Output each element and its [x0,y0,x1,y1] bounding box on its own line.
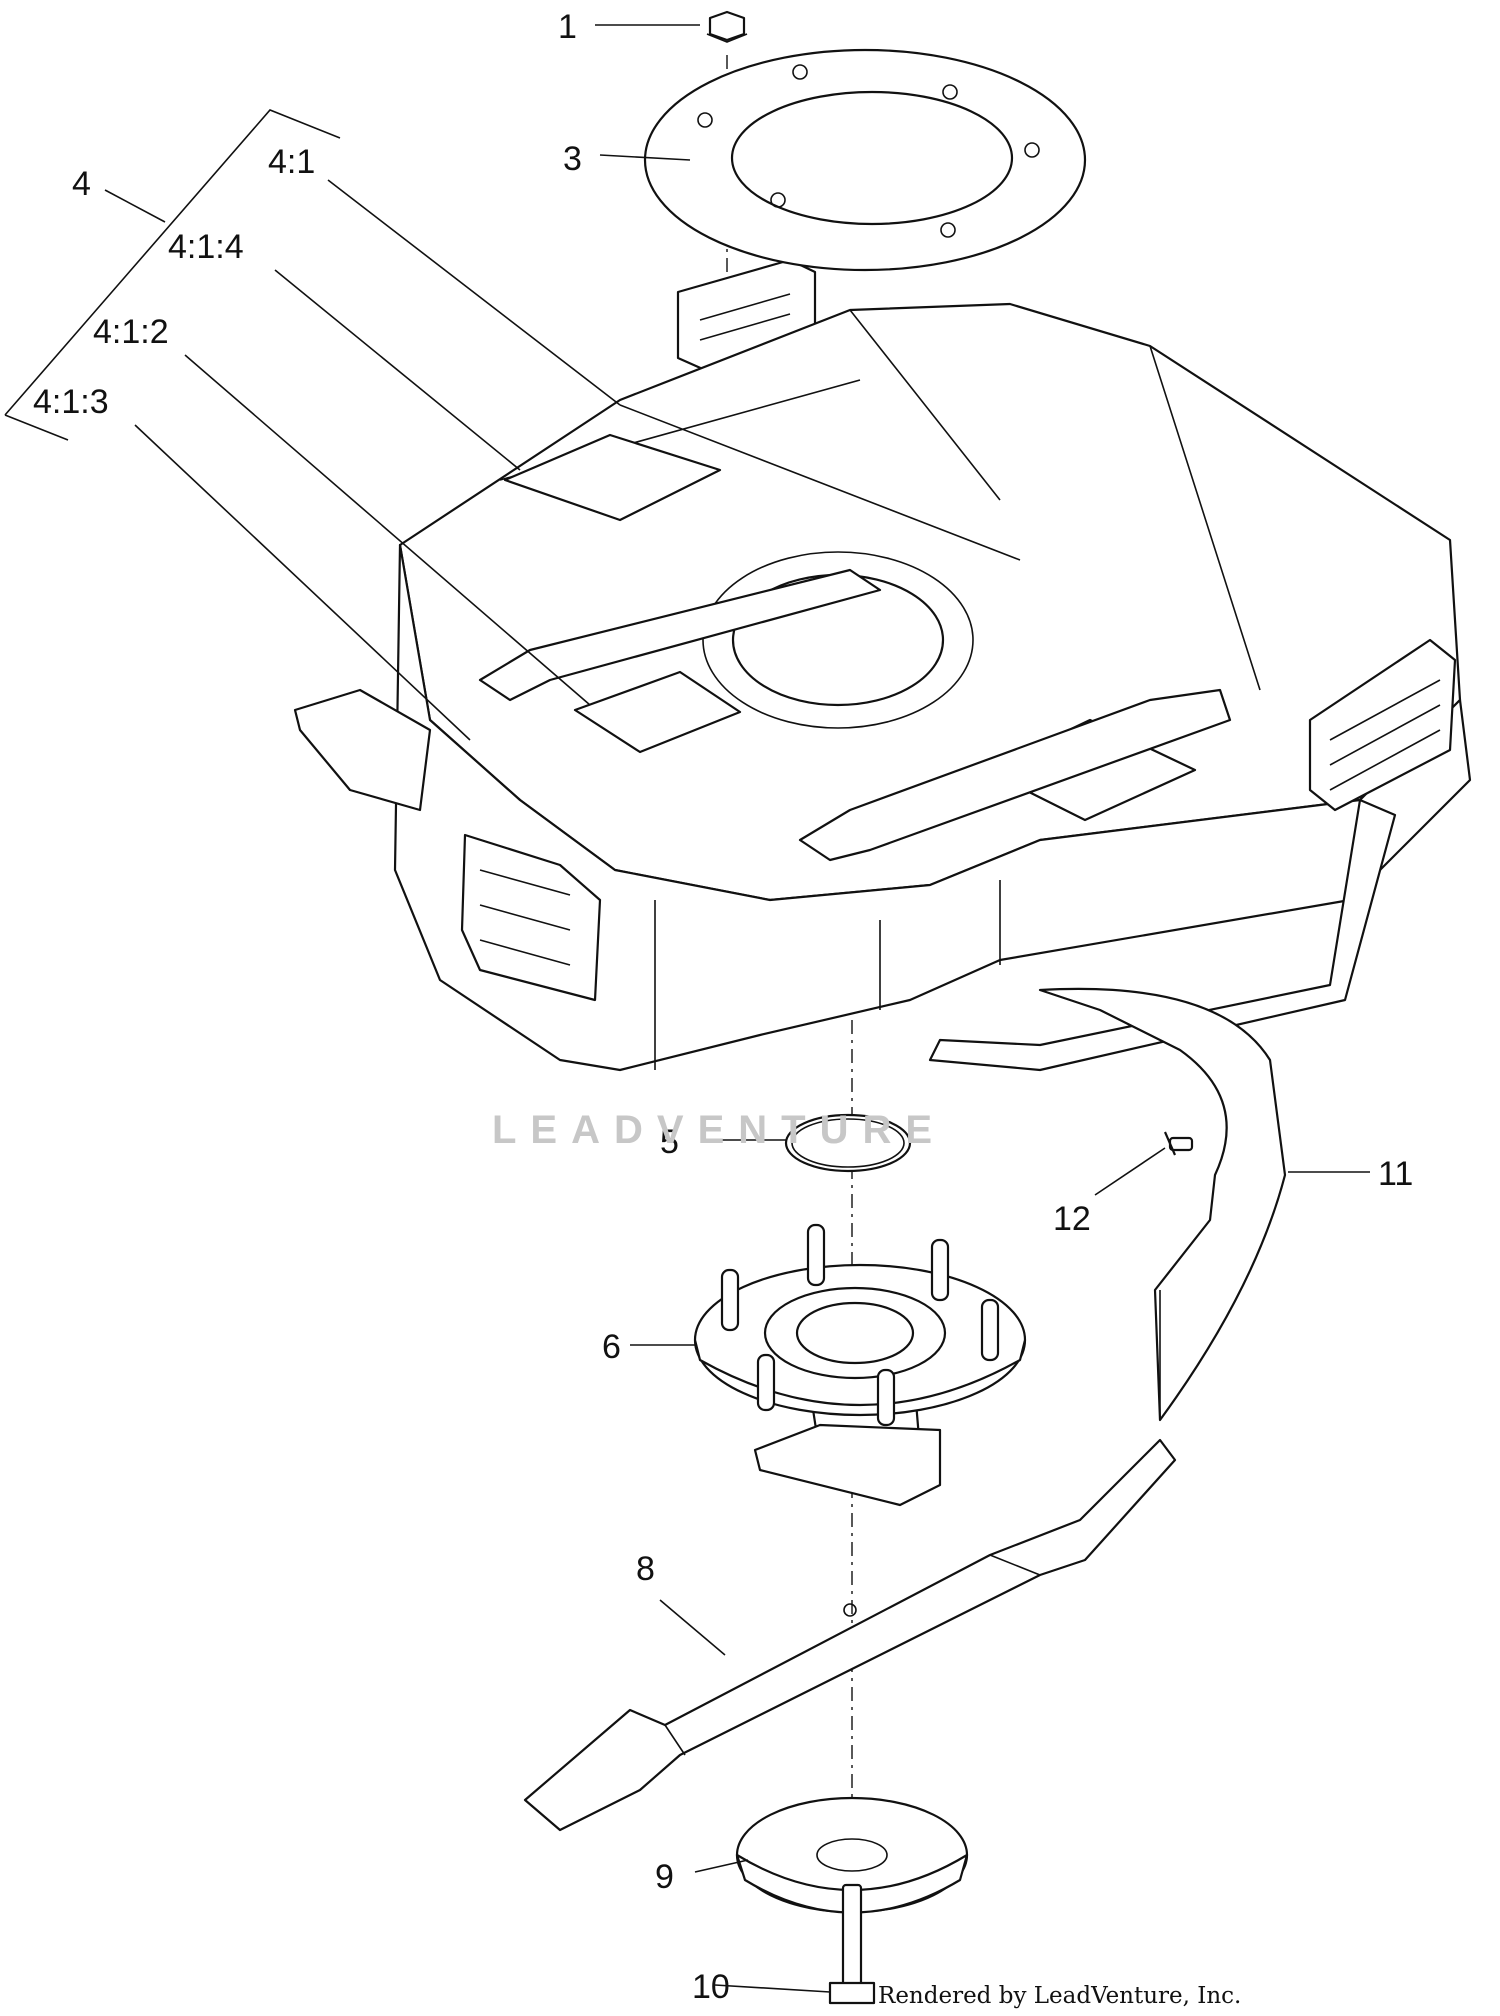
baffle-11 [1038,987,1287,1422]
spindle-assembly-6 [693,1223,1027,1507]
callout-6: 6 [602,1328,621,1366]
callout-9: 9 [655,1858,674,1896]
blade-8 [523,1438,1177,1832]
leader-4-bracket [4,109,341,441]
flange-nut-1 [706,10,748,43]
front-rub-bar [928,798,1397,1072]
o-ring-5 [784,1113,912,1173]
screw-12 [1163,1131,1194,1156]
deck-housing [293,258,1472,1072]
right-vent-plate [1308,638,1457,812]
right-handle [798,688,1232,862]
callout-12: 12 [1053,1200,1091,1238]
callout-5: 5 [660,1123,679,1161]
callout-8: 8 [636,1550,655,1588]
callout-4-1-2: 4:1:2 [93,313,169,351]
left-vent-plate [460,833,602,1002]
leader-4-1 [327,179,621,406]
leader-9 [694,1859,749,1873]
bolt-10 [828,1883,876,2005]
callout-4-1-3: 4:1:3 [33,383,109,421]
blade-cup-9 [735,1796,969,1914]
callout-11: 11 [1378,1155,1413,1193]
callout-4-1-4: 4:1:4 [168,228,244,266]
discharge-wing [293,688,432,812]
callout-10: 10 [692,1968,730,2006]
callout-1: 1 [558,8,577,46]
callout-3: 3 [563,140,582,178]
callout-4: 4 [72,165,91,203]
leader-10 [714,1984,831,1993]
leader-4-1-4 [274,269,521,471]
watermark-text: LEADVENTURE [492,1108,946,1152]
leader-12 [1094,1147,1166,1196]
leader-4-1-2 [184,354,591,706]
left-handle [478,568,882,702]
leader-4-1-3 [134,424,471,741]
callout-4-1: 4:1 [268,143,315,181]
leader-3 [599,154,691,161]
decal-4-1 [503,433,722,522]
mounting-plate-3 [643,48,1087,272]
leader-8 [659,1599,726,1656]
render-credit: Rendered by LeadVenture, Inc. [878,1983,1241,2009]
leader-4 [104,189,166,223]
decal-4-1-2 [573,670,742,754]
